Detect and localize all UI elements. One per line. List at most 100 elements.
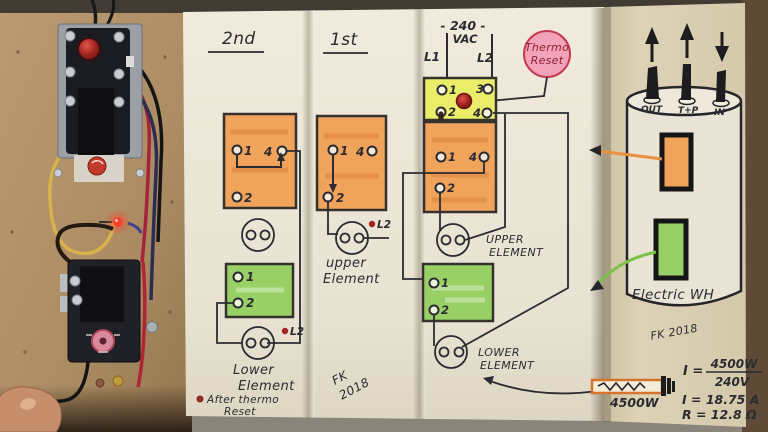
terminal-label: 4 <box>472 106 481 120</box>
upper-element-symbol <box>436 223 470 257</box>
upper-thermostat-hardware <box>48 0 164 301</box>
terminal-circle <box>232 271 244 283</box>
pegboard-holes <box>10 50 174 354</box>
note-text: Reset <box>224 406 256 418</box>
hand-thumb <box>0 386 62 432</box>
terminal-circle <box>436 84 448 96</box>
thermo-reset-label: Thermo <box>525 41 569 54</box>
terminal-circle <box>482 83 494 95</box>
terminal-label: 4 <box>263 145 272 159</box>
marker-texture <box>432 285 485 303</box>
terminal-label: 2 <box>244 191 252 205</box>
terminal-label: 2 <box>336 191 344 205</box>
lower-element-caption: ELEMENT <box>480 359 535 372</box>
element-calculation: 4500W I = 4500W 240V I = 18.75 A R = 12.… <box>590 357 762 422</box>
element-terminal <box>438 346 450 358</box>
wire-upper-element-return <box>464 114 506 241</box>
note-bullet-dot <box>196 395 204 403</box>
temperature-dial <box>87 156 107 176</box>
element-terminal <box>259 229 271 241</box>
terminal-screws <box>64 30 125 108</box>
element-caption: Element <box>323 272 380 287</box>
tank-lower-element <box>653 218 689 281</box>
terminal-label: 2 <box>441 303 449 317</box>
terminal-label: 4 <box>468 150 477 164</box>
lower-element-symbol <box>434 335 468 369</box>
terminal-circle <box>366 145 378 157</box>
wire-1-to-4 <box>236 155 282 168</box>
lower-element-pointer <box>595 250 657 286</box>
led-highlight <box>115 219 118 222</box>
arrow-down-icon <box>329 184 337 193</box>
upper-element-caption: UPPER <box>486 233 524 246</box>
terminal-circle <box>327 144 339 156</box>
tp-pipe-label: T+P <box>678 106 699 116</box>
pushpin <box>95 378 105 388</box>
terminal-label: 2 <box>447 181 455 195</box>
arrow-left-icon <box>590 280 604 291</box>
terminal-label: 1 <box>340 144 348 158</box>
in-pipe-label: IN <box>714 108 725 118</box>
panel-combined-diagram: - 240 - VAC L1 L2 Thermo Reset 1 3 2 4 1… <box>402 18 598 395</box>
author-signature: FK <box>330 368 351 388</box>
note-text: After thermo <box>206 394 279 406</box>
panel-2nd-heading: 2nd <box>222 29 256 49</box>
supply-voltage-label: VAC <box>452 32 478 46</box>
terminal-circle <box>434 182 446 194</box>
element-terminal <box>353 232 365 244</box>
arrow-left-icon <box>483 376 494 385</box>
terminal-circle <box>232 297 244 309</box>
terminal-label: 2 <box>246 296 254 310</box>
upper-element-pointer <box>598 149 663 161</box>
paper-edge-shadow <box>590 8 604 421</box>
current-denominator: 240V <box>715 375 751 389</box>
lower-element-caption: LOWER <box>478 346 520 359</box>
arrow-up-icon <box>680 23 694 40</box>
element-terminal <box>440 234 452 246</box>
current-formula-lhs: I = <box>683 364 703 379</box>
panel-2nd-cycle: 2nd 1 4 2 1 2 L2 Lower Element After the… <box>196 29 304 418</box>
terminal-screw <box>71 294 83 306</box>
element-terminal <box>245 337 257 349</box>
supply-voltage-label: - 240 - <box>440 18 485 33</box>
resistance-result: R = 12.8 Ω <box>682 407 757 422</box>
arrow-left-icon <box>589 145 601 156</box>
side-switch <box>126 56 134 67</box>
reset-button <box>455 92 473 110</box>
high-limit-reset-button <box>77 37 101 61</box>
panel-1st-cycle: 1st 1 4 2 L2 upper Element FK 2018 <box>315 30 391 402</box>
in-pipe <box>716 70 726 102</box>
thermo-reset-pointer <box>477 76 548 103</box>
marker-texture <box>230 129 288 173</box>
terminal-circle <box>478 151 490 163</box>
blue-wire <box>128 84 159 301</box>
water-heater-tank: OUT T+P IN Electric WH FK 2018 <box>589 23 743 343</box>
terminal-label: 1 <box>244 144 252 158</box>
dial-markings <box>91 160 104 165</box>
thumb-nail <box>20 398 36 410</box>
red-led <box>113 217 123 227</box>
dial-screw <box>99 337 107 345</box>
terminal-circle <box>231 144 243 156</box>
l2-tag: L2 <box>377 219 391 231</box>
flap-seam <box>604 6 611 422</box>
right-wood-edge <box>742 0 768 432</box>
thermo-reset-label: Reset <box>531 54 564 67</box>
upper-element-caption: ELEMENT <box>489 246 544 259</box>
terminal-label: 2 <box>448 105 456 119</box>
out-pipe <box>646 66 659 99</box>
terminal-screw <box>69 275 81 287</box>
element-caption: Element <box>238 379 295 394</box>
terminal-label: 3 <box>476 82 484 96</box>
element-caption: Lower <box>233 363 275 378</box>
current-numerator: 4500W <box>710 357 758 371</box>
terminal-circle <box>435 151 447 163</box>
brass-pushpin <box>112 375 124 387</box>
dark-wire-loop <box>55 222 114 264</box>
panel-1st-heading: 1st <box>330 30 358 50</box>
terminal-label: 1 <box>246 270 254 284</box>
arrow-down-icon <box>715 46 729 62</box>
element-screw-base <box>672 381 675 392</box>
wire-4-to-l2 <box>267 150 301 344</box>
l2-power-dot <box>368 220 376 228</box>
